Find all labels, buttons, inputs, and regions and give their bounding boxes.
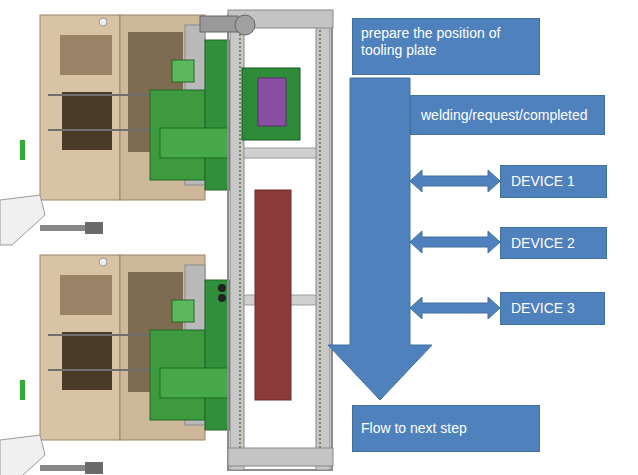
- box-text: Flow to next step: [361, 420, 531, 437]
- motor-body: [200, 16, 238, 32]
- double-arrow: [410, 231, 500, 253]
- tooling-plate: [242, 68, 300, 140]
- box-text: welding/request/completed: [421, 107, 594, 124]
- box-text: DEVICE 2: [511, 235, 596, 252]
- conveyor-belt: [255, 190, 291, 400]
- tooling-mesh: [258, 78, 286, 126]
- double-arrow: [410, 297, 500, 319]
- chain: [239, 30, 241, 460]
- motor: [235, 15, 255, 35]
- conveyor-rail: [316, 20, 330, 470]
- process-box: prepare the position of tooling plate: [352, 18, 540, 75]
- status-box: welding/request/completed: [410, 95, 605, 135]
- device-box: DEVICE 1: [500, 165, 607, 198]
- conveyor-frame: [228, 15, 332, 470]
- device-box: DEVICE 2: [500, 227, 607, 259]
- box-text: DEVICE 3: [511, 300, 594, 317]
- double-arrow: [410, 170, 500, 192]
- box-text: DEVICE 1: [511, 173, 596, 190]
- sensor: [218, 284, 226, 292]
- process-box: Flow to next step: [352, 405, 540, 452]
- cross-member: [244, 148, 316, 158]
- bottom-bar: [228, 448, 333, 466]
- device-box: DEVICE 3: [500, 292, 605, 325]
- box-text: prepare the position of tooling plate: [361, 25, 531, 59]
- welding-machine: [0, 255, 235, 475]
- welding-machine: [0, 15, 235, 245]
- sensor: [218, 294, 226, 302]
- chain: [319, 30, 321, 460]
